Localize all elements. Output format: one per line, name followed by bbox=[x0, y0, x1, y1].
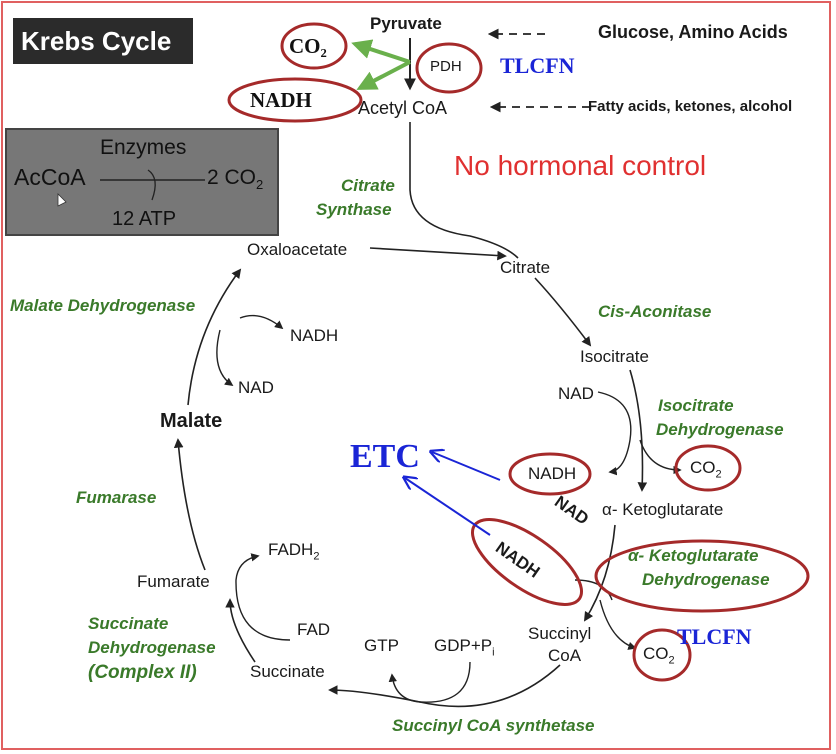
malate-oaa-arrow bbox=[187, 268, 242, 406]
malate-label: Malate bbox=[160, 410, 223, 432]
co2-circle-label: CO₂ bbox=[289, 34, 327, 58]
coa-label: CoA bbox=[548, 646, 582, 665]
citrate-isocitrate-arrow bbox=[534, 277, 592, 347]
mdh-nad-arrow bbox=[216, 329, 234, 386]
sdh-label-3: (Complex II) bbox=[88, 662, 197, 683]
pdh-circle bbox=[415, 42, 483, 94]
fadh2-text: FADH bbox=[268, 540, 314, 559]
akgdh-label-1: α- Ketoglutarate bbox=[628, 546, 759, 565]
akg-co2-sub: 2 bbox=[668, 654, 675, 667]
gdp-label: GDP+Pi bbox=[434, 636, 495, 658]
akgdh-label-2: Dehydrogenase bbox=[642, 570, 770, 589]
summary-co2-text: 2 CO bbox=[207, 166, 257, 189]
pdh-label: PDH bbox=[430, 58, 462, 75]
fad-label: FAD bbox=[297, 620, 331, 639]
oxaloacetate-label: Oxaloacetate bbox=[247, 240, 348, 259]
gdp-sub: i bbox=[492, 646, 495, 659]
summary-atp-label: 12 ATP bbox=[112, 208, 177, 230]
akg-co2-circle bbox=[632, 628, 692, 682]
acetyl-to-citrate bbox=[409, 122, 519, 259]
fad-fadh2-arrow bbox=[235, 553, 291, 641]
gdp-text: GDP+P bbox=[434, 636, 493, 655]
hormonal-control-label: No hormonal control bbox=[454, 150, 707, 181]
fumarate-malate-arrow bbox=[173, 438, 206, 571]
cis-aconitase-label: Cis-Aconitase bbox=[598, 302, 712, 321]
acetyl-coa-label: Acetyl CoA bbox=[358, 98, 448, 118]
co2-circle bbox=[280, 22, 348, 70]
etc-arrow-2 bbox=[405, 478, 491, 536]
citrate-label: Citrate bbox=[500, 258, 551, 277]
akg-co2-text: CO bbox=[643, 644, 669, 663]
icdh-nad-label: NAD bbox=[558, 384, 594, 403]
mdh-nadh-arrow bbox=[239, 314, 284, 330]
pyruvate-label: Pyruvate bbox=[370, 14, 442, 33]
summary-enzymes-label: Enzymes bbox=[100, 136, 187, 159]
icdh-label-2: Dehydrogenase bbox=[656, 420, 784, 439]
co2-green-arrow bbox=[351, 39, 411, 64]
summary-acoa-label: AcCoA bbox=[14, 164, 86, 190]
akg-succinylcoa-arrow bbox=[583, 524, 616, 622]
summary-co2-label: 2 CO2 bbox=[207, 166, 263, 192]
isocitrate-akg-arrow bbox=[629, 369, 648, 492]
summary-co2-sub: 2 bbox=[256, 177, 264, 193]
succinylcoa-succinate-arrow bbox=[328, 664, 561, 708]
icdh-co2-circle bbox=[674, 444, 742, 492]
icdh-co2-sub: 2 bbox=[715, 468, 722, 481]
citrate-synthase-label-2: Synthase bbox=[316, 200, 392, 219]
fatty-acid-label: Fatty acids, ketones, alcohol bbox=[588, 98, 793, 115]
nadh-circle-label: NADH bbox=[250, 88, 312, 112]
slide-title: Krebs Cycle bbox=[13, 18, 193, 64]
nadh-green-arrow bbox=[356, 60, 411, 90]
succinate-label: Succinate bbox=[250, 662, 325, 681]
succinyl-synthetase-label: Succinyl CoA synthetase bbox=[392, 716, 595, 735]
mdh-nad-label: NAD bbox=[238, 378, 274, 397]
fumarase-label: Fumarase bbox=[76, 488, 157, 507]
succinate-fumarate-arrow bbox=[225, 598, 256, 663]
citrate-synthase-label-1: Citrate bbox=[341, 176, 395, 195]
icdh-co2-arrow bbox=[639, 439, 682, 475]
akg-co2-label: CO2 bbox=[643, 644, 675, 666]
sdh-label-1: Succinate bbox=[88, 614, 169, 633]
fumarate-label: Fumarate bbox=[137, 572, 210, 591]
gdp-gtp-arrow bbox=[388, 661, 471, 703]
etc-arrow-1 bbox=[432, 452, 501, 481]
icdh-co2-label: CO2 bbox=[690, 458, 722, 480]
icdh-nadh-arrow bbox=[597, 391, 632, 476]
isocitrate-label: Isocitrate bbox=[580, 347, 649, 366]
akgdh-circle bbox=[594, 539, 810, 613]
tlcfn-bottom-label: TLCFN bbox=[677, 624, 752, 649]
mdh-label: Malate Dehydrogenase bbox=[10, 296, 196, 315]
akg-co2-arrow bbox=[599, 599, 637, 650]
sdh-label-2: Dehydrogenase bbox=[88, 638, 216, 657]
icdh-label-1: Isocitrate bbox=[658, 396, 734, 415]
summary-box bbox=[5, 128, 279, 236]
oaa-citrate-arrow bbox=[369, 247, 507, 261]
tlcfn-top-label: TLCFN bbox=[500, 53, 575, 78]
icdh-nadh-circle bbox=[508, 452, 592, 496]
icdh-nadh-label: NADH bbox=[528, 464, 577, 483]
summary-curve bbox=[147, 169, 156, 201]
nadh-circle bbox=[227, 77, 363, 123]
etc-label: ETC bbox=[350, 438, 420, 475]
succinyl-label: Succinyl bbox=[528, 624, 592, 643]
cursor-icon bbox=[57, 193, 67, 207]
icdh-co2-text: CO bbox=[690, 458, 716, 477]
glucose-label: Glucose, Amino Acids bbox=[598, 22, 788, 42]
mdh-nadh-label: NADH bbox=[290, 326, 339, 345]
gtp-label: GTP bbox=[364, 636, 399, 655]
fadh2-sub: 2 bbox=[313, 550, 320, 563]
fadh2-label: FADH2 bbox=[268, 540, 319, 562]
alpha-ketoglutarate-label: α- Ketoglutarate bbox=[602, 500, 724, 519]
